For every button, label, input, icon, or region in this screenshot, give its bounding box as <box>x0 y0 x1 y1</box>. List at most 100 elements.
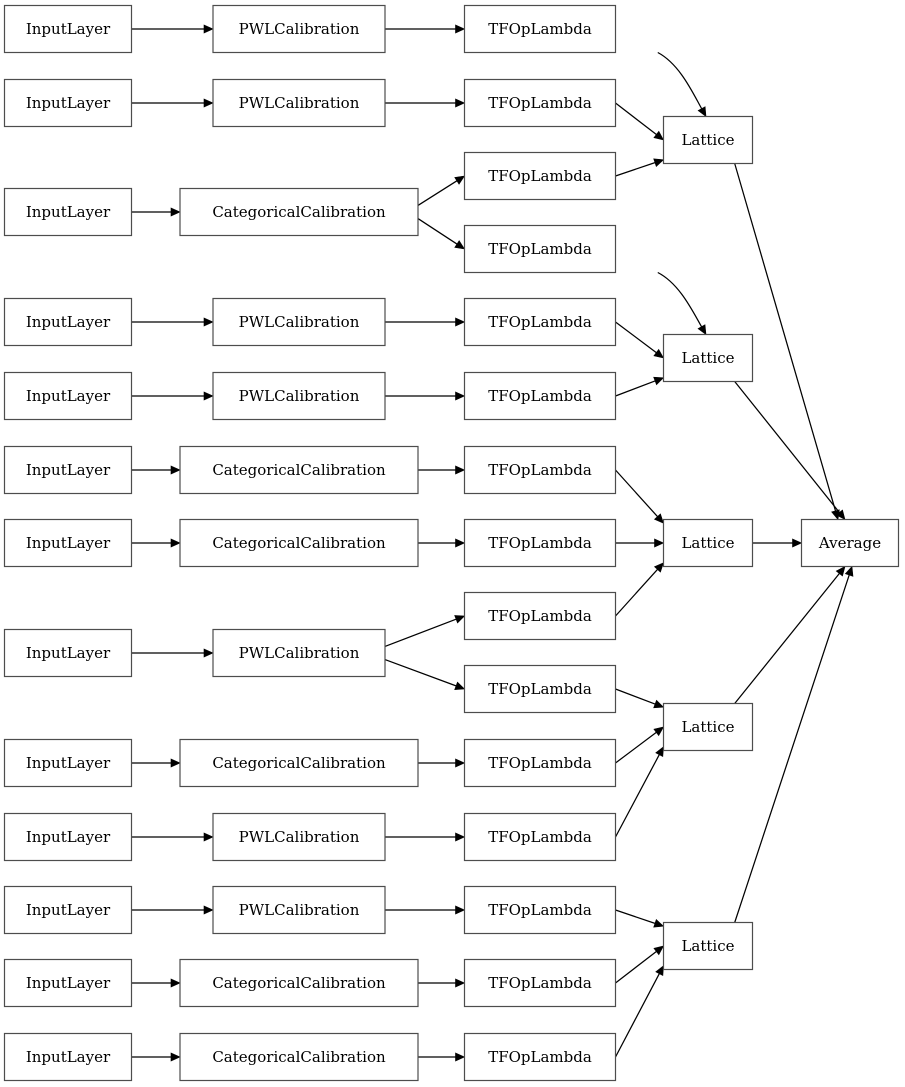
node-input-layer-in8[interactable]: InputLayer <box>3 628 133 678</box>
node-box[interactable] <box>3 187 133 237</box>
node-box[interactable] <box>3 297 133 347</box>
node-box[interactable] <box>3 738 133 788</box>
node-box[interactable] <box>463 518 617 568</box>
node-tfop-lambda-lam8[interactable]: TFOpLambda <box>463 518 617 568</box>
node-box[interactable] <box>463 151 617 201</box>
node-box[interactable] <box>3 518 133 568</box>
node-box[interactable] <box>212 78 386 128</box>
node-tfop-lambda-lam6[interactable]: TFOpLambda <box>463 371 617 421</box>
node-box[interactable] <box>463 78 617 128</box>
node-tfop-lambda-lam1[interactable]: TFOpLambda <box>463 4 617 54</box>
node-average-avg[interactable]: Average <box>800 518 900 568</box>
node-box[interactable] <box>3 1032 133 1082</box>
node-box[interactable] <box>463 738 617 788</box>
node-box[interactable] <box>3 958 133 1008</box>
node-box[interactable] <box>463 4 617 54</box>
node-categorical-calibration-cal9[interactable]: CategoricalCalibration <box>179 738 419 788</box>
node-tfop-lambda-lam12[interactable]: TFOpLambda <box>463 812 617 862</box>
node-box[interactable] <box>662 921 754 971</box>
node-box[interactable] <box>3 78 133 128</box>
node-tfop-lambda-lam2[interactable]: TFOpLambda <box>463 78 617 128</box>
node-input-layer-in9[interactable]: InputLayer <box>3 738 133 788</box>
node-input-layer-in12[interactable]: InputLayer <box>3 958 133 1008</box>
node-box[interactable] <box>662 333 754 383</box>
node-input-layer-in5[interactable]: InputLayer <box>3 371 133 421</box>
node-categorical-calibration-cal12[interactable]: CategoricalCalibration <box>179 958 419 1008</box>
node-lattice-lat3[interactable]: Lattice <box>662 518 754 568</box>
node-input-layer-in4[interactable]: InputLayer <box>3 297 133 347</box>
node-input-layer-in6[interactable]: InputLayer <box>3 445 133 495</box>
node-input-layer-in1[interactable]: InputLayer <box>3 4 133 54</box>
node-box[interactable] <box>3 445 133 495</box>
node-box[interactable] <box>179 518 419 568</box>
node-categorical-calibration-cal7[interactable]: CategoricalCalibration <box>179 518 419 568</box>
node-box[interactable] <box>3 812 133 862</box>
edge-in9-to-cal9 <box>131 758 181 768</box>
node-box[interactable] <box>3 371 133 421</box>
node-box[interactable] <box>179 187 419 237</box>
node-box[interactable] <box>212 812 386 862</box>
node-tfop-lambda-lam13[interactable]: TFOpLambda <box>463 885 617 935</box>
node-input-layer-in10[interactable]: InputLayer <box>3 812 133 862</box>
node-box[interactable] <box>3 628 133 678</box>
node-lattice-lat2[interactable]: Lattice <box>662 333 754 383</box>
node-pwlcalibration-cal5[interactable]: PWLCalibration <box>212 371 386 421</box>
node-tfop-lambda-lam10[interactable]: TFOpLambda <box>463 664 617 714</box>
edge-in5-to-cal5 <box>131 391 214 401</box>
edge-cal7-to-lam8 <box>418 538 466 548</box>
node-pwlcalibration-cal2[interactable]: PWLCalibration <box>212 78 386 128</box>
node-input-layer-in7[interactable]: InputLayer <box>3 518 133 568</box>
node-box[interactable] <box>463 591 617 641</box>
node-pwlcalibration-cal4[interactable]: PWLCalibration <box>212 297 386 347</box>
edge-lat2-to-avg <box>734 381 846 521</box>
node-box[interactable] <box>179 738 419 788</box>
edge-cal6-to-lam7 <box>418 465 466 475</box>
node-input-layer-in11[interactable]: InputLayer <box>3 885 133 935</box>
node-categorical-calibration-cal3[interactable]: CategoricalCalibration <box>179 187 419 237</box>
node-tfop-lambda-lam7[interactable]: TFOpLambda <box>463 445 617 495</box>
node-lattice-lat1[interactable]: Lattice <box>662 115 754 165</box>
node-box[interactable] <box>212 885 386 935</box>
edge-cal12-to-lam14 <box>418 978 466 988</box>
node-box[interactable] <box>662 518 754 568</box>
node-box[interactable] <box>463 224 617 274</box>
node-box[interactable] <box>212 4 386 54</box>
node-input-layer-in3[interactable]: InputLayer <box>3 187 133 237</box>
node-pwlcalibration-cal1[interactable]: PWLCalibration <box>212 4 386 54</box>
node-box[interactable] <box>212 628 386 678</box>
node-pwlcalibration-cal10[interactable]: PWLCalibration <box>212 812 386 862</box>
node-box[interactable] <box>662 115 754 165</box>
node-box[interactable] <box>662 702 754 752</box>
node-box[interactable] <box>463 885 617 935</box>
node-box[interactable] <box>3 885 133 935</box>
node-box[interactable] <box>800 518 900 568</box>
node-box[interactable] <box>463 958 617 1008</box>
node-categorical-calibration-cal13[interactable]: CategoricalCalibration <box>179 1032 419 1082</box>
node-input-layer-in2[interactable]: InputLayer <box>3 78 133 128</box>
node-lattice-lat4[interactable]: Lattice <box>662 702 754 752</box>
node-tfop-lambda-lam5[interactable]: TFOpLambda <box>463 297 617 347</box>
node-box[interactable] <box>463 371 617 421</box>
node-tfop-lambda-lam14[interactable]: TFOpLambda <box>463 958 617 1008</box>
node-tfop-lambda-lam3[interactable]: TFOpLambda <box>463 151 617 201</box>
node-tfop-lambda-lam9[interactable]: TFOpLambda <box>463 591 617 641</box>
node-box[interactable] <box>3 4 133 54</box>
node-box[interactable] <box>463 812 617 862</box>
node-categorical-calibration-cal6[interactable]: CategoricalCalibration <box>179 445 419 495</box>
node-pwlcalibration-cal8[interactable]: PWLCalibration <box>212 628 386 678</box>
node-pwlcalibration-cal11[interactable]: PWLCalibration <box>212 885 386 935</box>
node-input-layer-in13[interactable]: InputLayer <box>3 1032 133 1082</box>
node-box[interactable] <box>212 371 386 421</box>
node-box[interactable] <box>212 297 386 347</box>
node-box[interactable] <box>179 445 419 495</box>
node-box[interactable] <box>463 1032 617 1082</box>
node-box[interactable] <box>463 664 617 714</box>
node-box[interactable] <box>179 1032 419 1082</box>
node-tfop-lambda-lam11[interactable]: TFOpLambda <box>463 738 617 788</box>
node-box[interactable] <box>463 445 617 495</box>
node-box[interactable] <box>179 958 419 1008</box>
node-tfop-lambda-lam15[interactable]: TFOpLambda <box>463 1032 617 1082</box>
node-lattice-lat5[interactable]: Lattice <box>662 921 754 971</box>
node-box[interactable] <box>463 297 617 347</box>
node-tfop-lambda-lam4[interactable]: TFOpLambda <box>463 224 617 274</box>
